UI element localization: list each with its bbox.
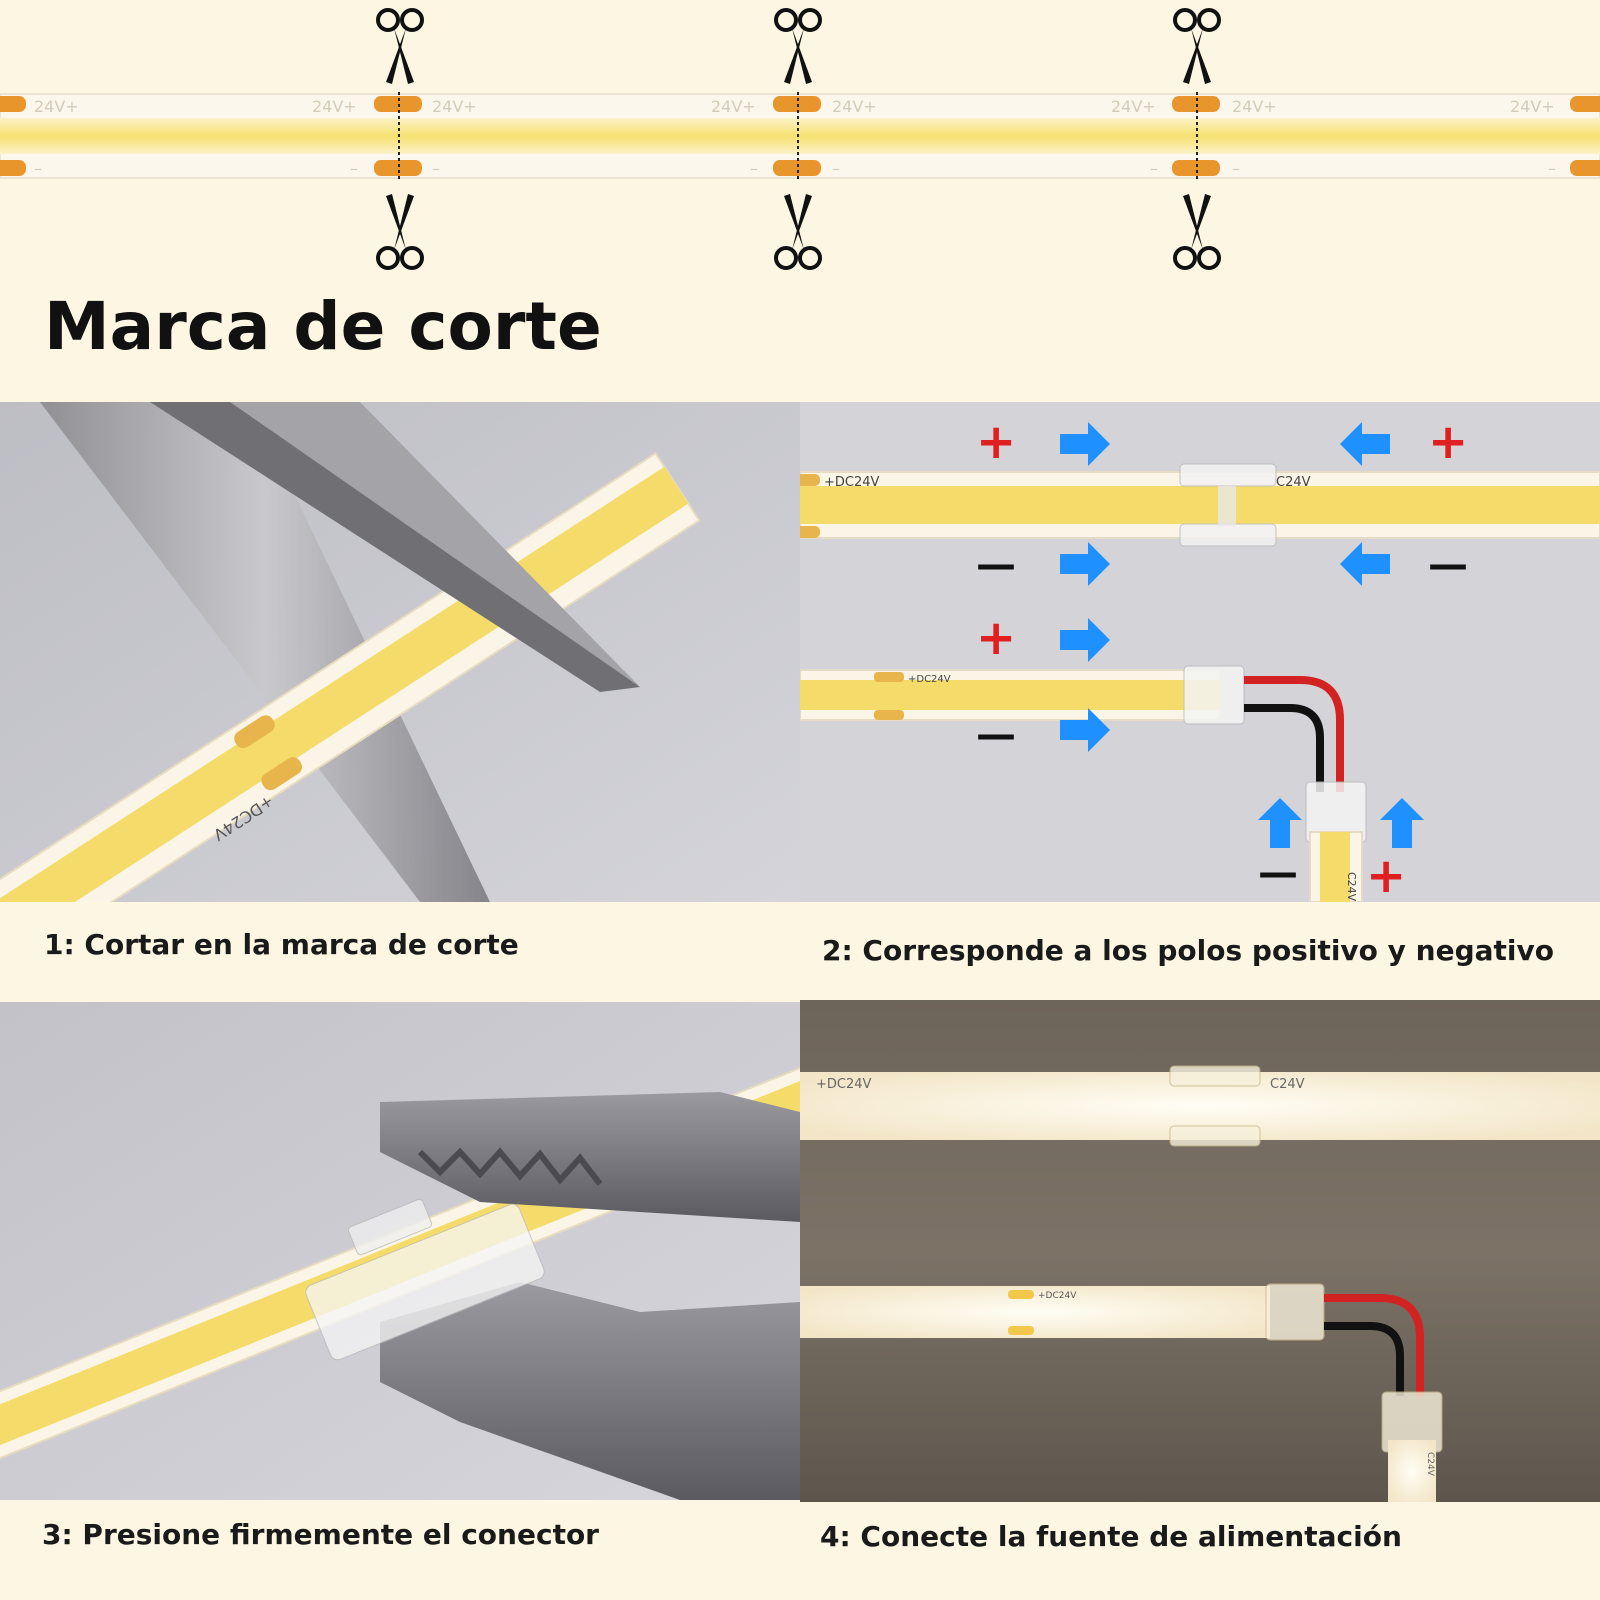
strip-label: C24V	[1270, 1077, 1305, 1092]
cut-point-2	[773, 92, 821, 182]
plier-jaw	[380, 1282, 800, 1500]
plus-sign: +	[976, 610, 1016, 666]
step-4-caption: 4: Conecte la fuente de alimentación	[820, 1520, 1402, 1553]
plus-sign: +	[1428, 414, 1468, 470]
strip-label-minus: –	[750, 159, 758, 178]
scissors-icon	[1173, 8, 1221, 86]
strip-label: 24V+	[1111, 97, 1156, 116]
connector	[1183, 665, 1245, 725]
connector	[1169, 1125, 1261, 1147]
strip-label: 24V+	[1510, 97, 1555, 116]
arrow-left-icon	[1340, 542, 1390, 586]
led-strip-lit	[1388, 1440, 1436, 1502]
scissors-icon	[774, 8, 822, 86]
solder-pad	[1570, 96, 1600, 112]
solder-pad	[1172, 160, 1220, 176]
scissor-blade	[150, 402, 640, 692]
strip-label-minus: –	[350, 159, 358, 178]
strip-label: 24V+	[432, 97, 477, 116]
scissors-icon	[774, 192, 822, 270]
strip-label: +DC24V	[908, 674, 951, 685]
arrow-right-icon	[1060, 618, 1110, 662]
strip-label: +DC24V	[816, 1077, 872, 1092]
arrow-right-icon	[1060, 542, 1110, 586]
strip-label: C24V	[1425, 1452, 1435, 1477]
strip-label: 24V+	[34, 97, 79, 116]
strip-label-minus: –	[34, 159, 42, 178]
step-4-image: +DC24V C24V +DC24V C24V	[800, 1000, 1600, 1502]
solder-pad	[261, 757, 303, 791]
strip-label-minus: –	[1232, 159, 1240, 178]
cut-point-3	[1172, 92, 1220, 182]
solder-pad	[0, 160, 26, 176]
step-1-image: +DC24V	[0, 402, 800, 902]
plier-jaw	[380, 1092, 800, 1222]
plus-sign: +	[976, 414, 1016, 470]
strip-label-minus: –	[1548, 159, 1556, 178]
arrow-right-icon	[1060, 422, 1110, 466]
arrow-up-icon	[1258, 798, 1302, 848]
strip-label: 24V+	[711, 97, 756, 116]
strip-label: +DC24V	[824, 475, 880, 490]
arrow-left-icon	[1340, 422, 1390, 466]
solder-pad	[1570, 160, 1600, 176]
solder-pad	[374, 160, 422, 176]
solder-pad	[234, 715, 275, 749]
minus-sign: —	[1428, 542, 1468, 588]
strip-label: C24V	[1276, 475, 1311, 490]
scissor-blade	[230, 402, 640, 687]
connector	[305, 1198, 545, 1361]
connector	[1169, 1065, 1261, 1087]
cut-mark-section: 24V+ 24V+ 24V+ 24V+ 24V+ 24V+ 24V+ 24V+ …	[0, 0, 1600, 400]
scissors-icon	[1173, 192, 1221, 270]
arrow-up-icon	[1380, 798, 1424, 848]
step-3-image	[0, 1002, 800, 1500]
plus-sign: +	[1366, 848, 1406, 902]
arrow-right-icon	[1060, 708, 1110, 752]
connector	[1179, 463, 1277, 547]
step-2-caption: 2: Corresponde a los polos positivo y ne…	[822, 934, 1554, 967]
strip-label-minus: –	[832, 159, 840, 178]
scissor-blade	[40, 402, 490, 902]
cut-point-1	[374, 92, 422, 182]
scissors-icon	[376, 8, 424, 86]
wire-black	[1244, 704, 1324, 792]
strip-label-minus: –	[432, 159, 440, 178]
strip-label: +DC24V	[1038, 1291, 1077, 1301]
page-title: Marca de corte	[44, 288, 602, 365]
strip-label: C24V	[1345, 872, 1358, 902]
led-strip-diagram: 24V+ 24V+ 24V+ 24V+ 24V+ 24V+ 24V+ 24V+ …	[0, 8, 1600, 270]
strip-label: 24V+	[312, 97, 357, 116]
solder-pad	[773, 160, 821, 176]
step-1-caption: 1: Cortar en la marca de corte	[44, 928, 519, 961]
minus-sign: —	[1258, 850, 1298, 896]
step-2-image: +DC24V C24V + + — — +DC24V C24V +	[800, 402, 1600, 902]
strip-led-line	[0, 118, 1600, 154]
wire-red	[1244, 676, 1344, 792]
minus-sign: —	[976, 542, 1016, 588]
wire-red	[1324, 1294, 1424, 1396]
wire-black	[1324, 1322, 1404, 1396]
strip-label: 24V+	[832, 97, 877, 116]
scissors-icon	[376, 192, 424, 270]
strip-label: 24V+	[1232, 97, 1277, 116]
solder-pad	[0, 96, 26, 112]
connector	[1265, 1283, 1325, 1341]
step-3-caption: 3: Presione firmemente el conector	[42, 1518, 599, 1551]
led-strip-lit	[800, 1286, 1270, 1338]
minus-sign: —	[976, 712, 1016, 758]
strip-label-minus: –	[1150, 159, 1158, 178]
